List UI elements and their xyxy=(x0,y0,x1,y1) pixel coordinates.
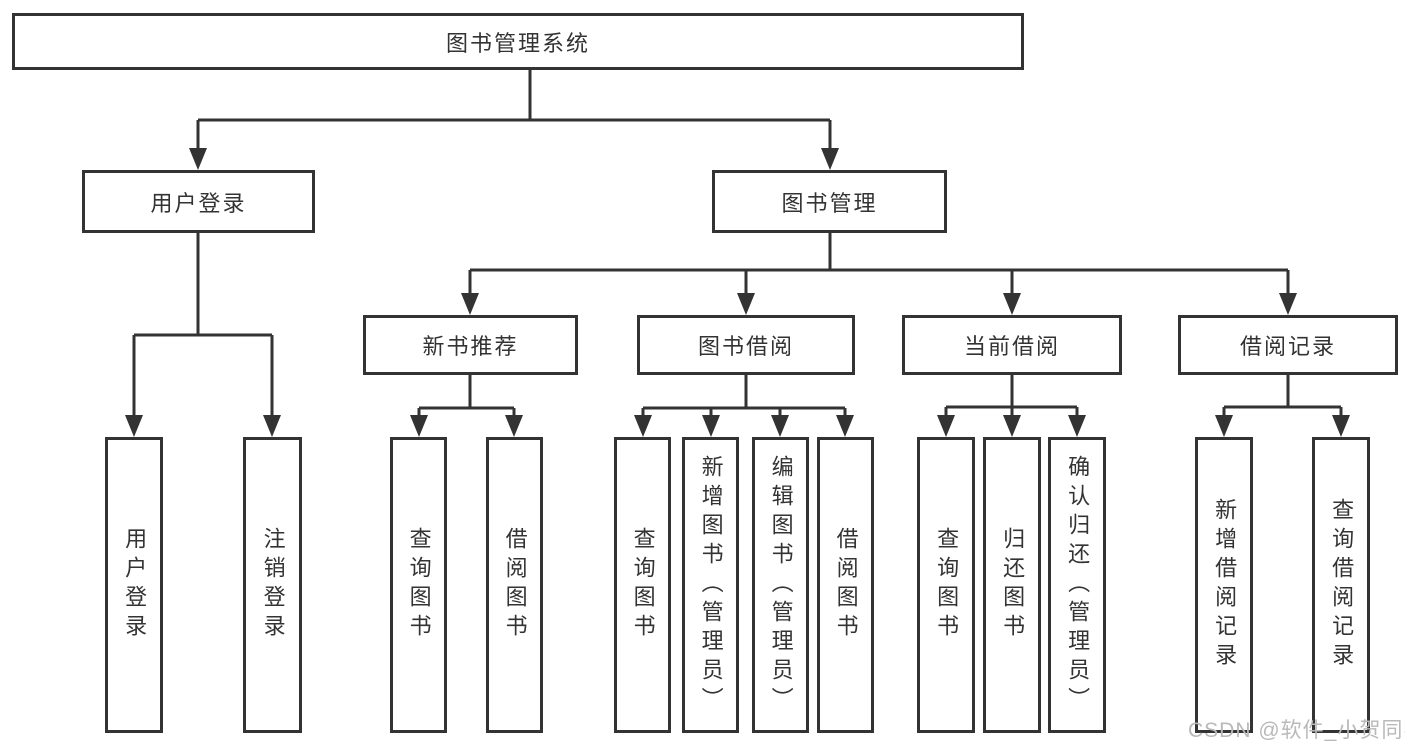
node-leaf-borrow-books: 借阅图书 xyxy=(817,437,874,733)
node-book-management: 图书管理 xyxy=(712,170,947,233)
node-leaf-borrow-books-recommend: 借阅图书 xyxy=(486,437,543,733)
connector-records-leaves xyxy=(1222,375,1343,417)
node-library-management-system: 图书管理系统 xyxy=(12,13,1024,70)
node-leaf-query-books-current: 查询图书 xyxy=(917,437,975,733)
csdn-watermark: CSDN @软件_小贺同学 xyxy=(1188,719,1405,742)
node-user-login: 用户登录 xyxy=(82,170,315,233)
node-leaf-logout: 注销登录 xyxy=(243,437,302,733)
connector-currentborrow-leaves xyxy=(944,375,1079,417)
leaf-label: 查询图书 xyxy=(630,527,656,643)
leaf-label: 新增借阅记录 xyxy=(1212,498,1238,672)
node-leaf-query-books-borrow: 查询图书 xyxy=(614,437,671,733)
node-borrowing-records: 借阅记录 xyxy=(1178,315,1398,375)
leaf-label: 用户登录 xyxy=(122,527,148,643)
node-leaf-confirm-return-admin: 确认归还（管理员） xyxy=(1048,437,1106,733)
arrowheads xyxy=(125,148,1350,437)
leaf-label: 查询图书 xyxy=(934,527,960,643)
node-leaf-query-books-recommend: 查询图书 xyxy=(390,437,447,733)
leaf-label: 编辑图书（管理员） xyxy=(768,454,794,716)
leaf-label: 借阅图书 xyxy=(833,527,859,643)
connector-bookmgmt-level3 xyxy=(468,233,1290,295)
connector-root-level2 xyxy=(196,70,832,150)
connector-userlogin-leaves xyxy=(132,233,274,417)
node-leaf-edit-book-admin: 编辑图书（管理员） xyxy=(752,437,809,733)
leaf-label: 归还图书 xyxy=(1000,527,1026,643)
leaf-label: 新增图书（管理员） xyxy=(698,454,724,716)
connector-newbook-leaves xyxy=(417,375,516,417)
node-new-book-recommend: 新书推荐 xyxy=(363,315,578,375)
leaf-label: 确认归还（管理员） xyxy=(1065,454,1091,716)
node-current-borrowing: 当前借阅 xyxy=(902,315,1122,375)
leaf-label: 借阅图书 xyxy=(502,527,528,643)
connector-bookborrow-leaves xyxy=(641,375,847,417)
leaf-label: 注销登录 xyxy=(260,527,286,643)
node-leaf-return-books: 归还图书 xyxy=(983,437,1041,733)
node-book-borrowing: 图书借阅 xyxy=(637,315,855,375)
node-leaf-add-borrow-record: 新增借阅记录 xyxy=(1195,437,1253,733)
node-leaf-add-book-admin: 新增图书（管理员） xyxy=(682,437,739,733)
node-leaf-user-login: 用户登录 xyxy=(105,437,163,733)
node-leaf-query-borrow-record: 查询借阅记录 xyxy=(1312,437,1370,733)
leaf-label: 查询借阅记录 xyxy=(1329,498,1355,672)
leaf-label: 查询图书 xyxy=(406,527,432,643)
